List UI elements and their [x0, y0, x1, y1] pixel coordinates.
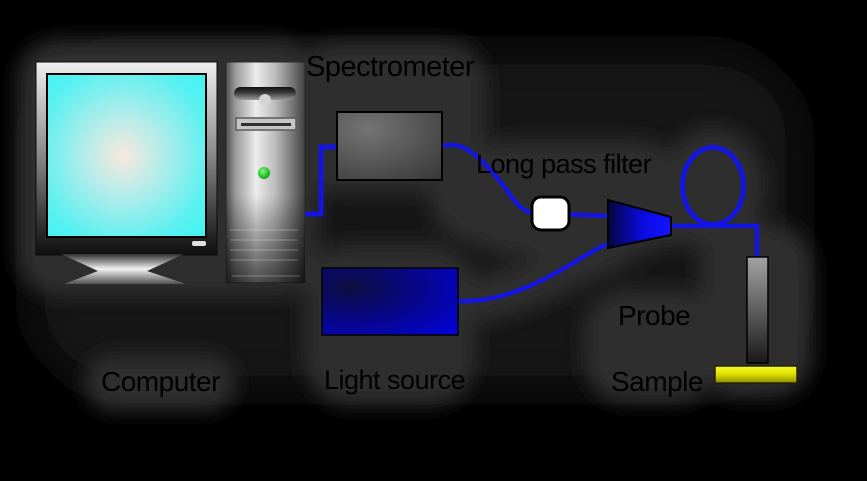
cable-spectrometer-to-filter-to-probe [441, 142, 608, 219]
monitor-power-button [192, 241, 206, 246]
monitor-stand-base [64, 271, 186, 284]
power-led [258, 167, 270, 179]
cd-drive [234, 87, 296, 100]
floppy-slot [241, 123, 291, 126]
computer-monitor [35, 61, 218, 284]
tower-vents [230, 229, 300, 277]
computer-tower [225, 61, 306, 284]
cable-computer-to-spectrometer [300, 144, 338, 217]
sample-holder [746, 256, 769, 364]
cd-drive-notch [259, 94, 271, 106]
sample-base [714, 365, 798, 384]
sample-label: Sample [611, 366, 703, 397]
light-source-box [321, 267, 459, 336]
light-source-label: Light source [324, 365, 466, 395]
probe-shape [607, 198, 672, 250]
spectrometer-box [336, 111, 443, 181]
cable-probe-to-sample [671, 223, 760, 262]
monitor-screen [46, 73, 207, 238]
long-pass-filter-label: Long pass filter [476, 149, 652, 179]
fiber-loop [680, 145, 746, 227]
long-pass-filter-box [530, 195, 571, 232]
monitor-stand-neck [61, 254, 184, 271]
probe-label: Probe [618, 300, 691, 331]
spectrometer-label: Spectrometer [306, 51, 475, 83]
computer-label: Computer [101, 366, 220, 397]
sample-assembly [714, 256, 798, 384]
